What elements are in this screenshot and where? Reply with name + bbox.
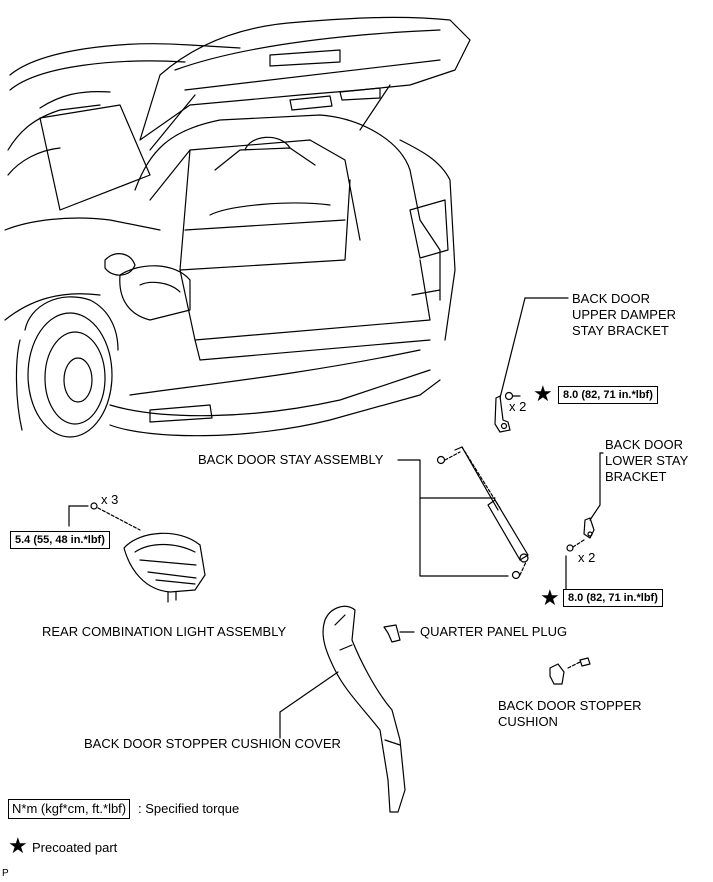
stopper-cushion-label: BACK DOOR STOPPER CUSHION: [498, 698, 642, 729]
cushion-cover-label: BACK DOOR STOPPER CUSHION COVER: [84, 736, 341, 751]
star-icon: ★: [540, 586, 560, 611]
rear-light-qty: x 3: [101, 492, 119, 507]
vehicle-illustration: [4, 16, 471, 438]
cushion-cover-part: [279, 605, 406, 813]
torque-desc-legend: : Specified torque: [138, 801, 240, 816]
lower-bracket-torque-box: 8.0 (82, 71 in.*lbf): [563, 589, 663, 607]
lower-bracket-label: BACK DOOR LOWER STAY BRACKET: [605, 437, 689, 484]
figure-code: P: [2, 868, 9, 879]
upper-bracket-qty: x 2: [509, 399, 527, 414]
upper-bracket-torque-box: 8.0 (82, 71 in.*lbf): [558, 386, 658, 404]
upper-bracket-part: [494, 297, 569, 433]
upper-bracket-label: BACK DOOR UPPER DAMPER STAY BRACKET: [572, 291, 677, 338]
lower-bracket-qty: x 2: [578, 550, 596, 565]
stay-assembly-label: BACK DOOR STAY ASSEMBLY: [198, 452, 384, 467]
torque-unit-legend: N*m (kgf*cm, ft.*lbf): [8, 799, 131, 819]
precoated-legend: Precoated part: [32, 840, 118, 855]
star-icon: ★: [533, 382, 553, 407]
quarter-plug-label: QUARTER PANEL PLUG: [420, 624, 568, 639]
rear-light-label: REAR COMBINATION LIGHT ASSEMBLY: [42, 624, 287, 639]
rear-light-part: [68, 502, 206, 603]
lower-bracket-part: [565, 452, 604, 593]
quarter-plug-part: [383, 624, 415, 643]
stay-assembly-part: [397, 446, 529, 580]
stopper-cushion-part: [549, 657, 591, 685]
star-icon: ★: [8, 834, 28, 859]
rear-light-torque-box: 5.4 (55, 48 in.*lbf): [10, 531, 110, 549]
